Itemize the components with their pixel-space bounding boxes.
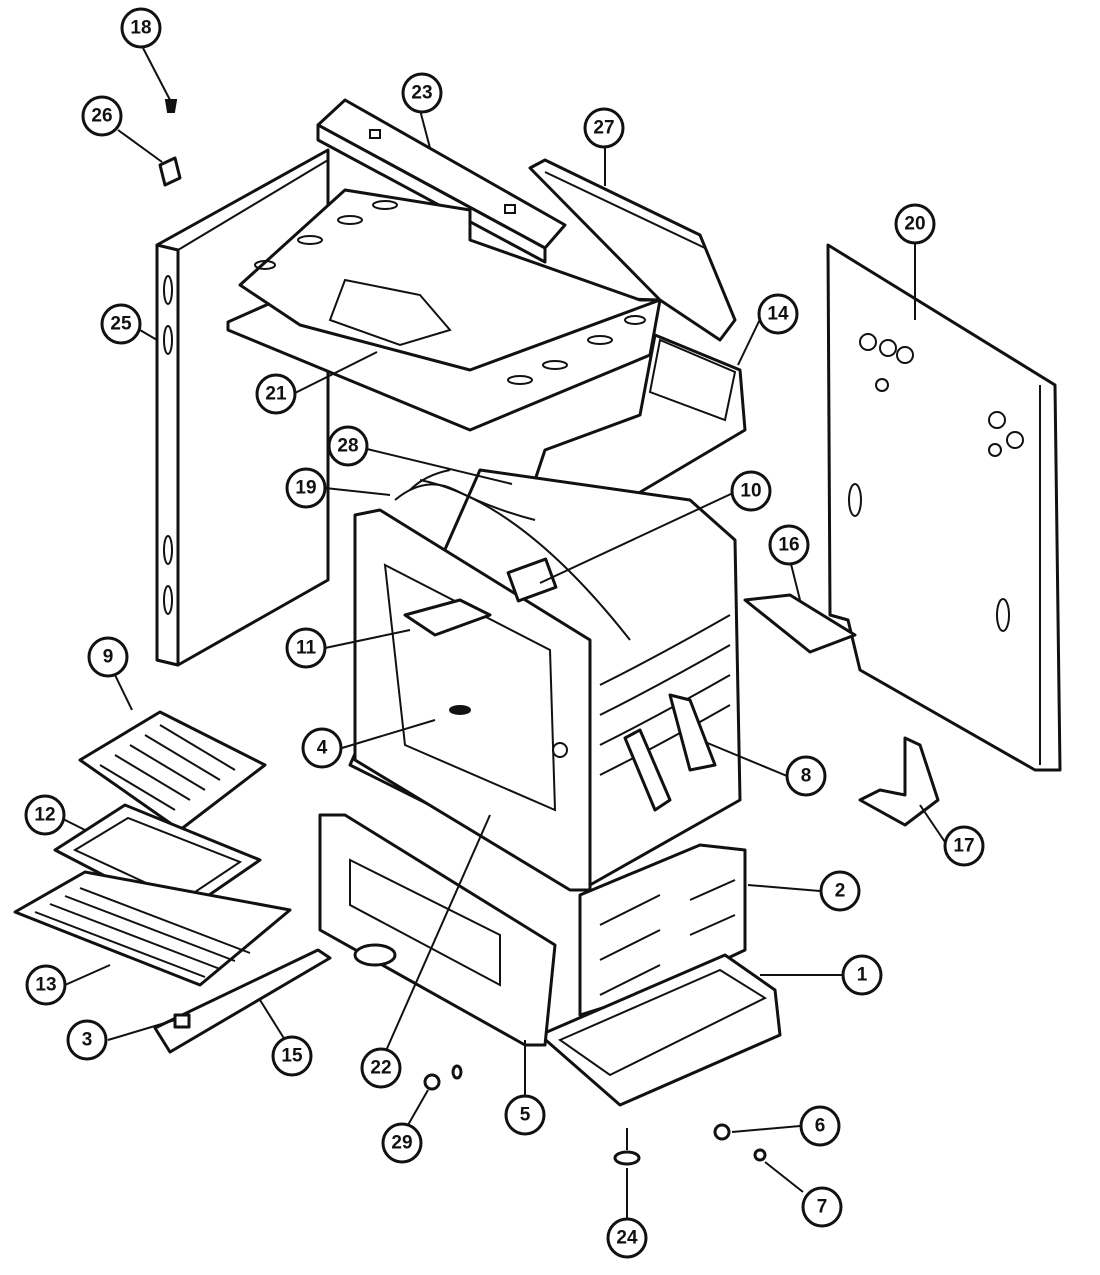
callout-label: 22	[370, 1058, 391, 1079]
callout-6: 6	[799, 1105, 841, 1147]
callout-label: 11	[296, 638, 317, 659]
callout-1: 1	[841, 954, 883, 996]
callout-23: 23	[401, 72, 443, 114]
callout-label: 29	[391, 1133, 412, 1154]
part-21-burner-box	[226, 188, 662, 432]
part-2-lower-side-panel	[578, 843, 747, 1017]
part-16-plate	[743, 593, 857, 654]
callout-label: 8	[801, 766, 812, 787]
callout-label: 13	[35, 975, 56, 996]
callout-label: 21	[265, 384, 287, 405]
part-6-nut	[713, 1123, 731, 1141]
callout-11: 11	[285, 627, 327, 669]
callout-label: 26	[91, 106, 112, 127]
callout-label: 12	[34, 805, 55, 826]
callout-26: 26	[81, 95, 123, 137]
callout-label: 25	[110, 314, 132, 335]
callout-label: 27	[593, 118, 614, 139]
part-5-kick-panel	[318, 813, 557, 1047]
callout-7: 7	[801, 1186, 843, 1228]
callout-label: 3	[82, 1030, 93, 1051]
callout-24: 24	[606, 1217, 648, 1259]
callout-27: 27	[583, 107, 625, 149]
part-24-leveling-leg	[613, 1128, 641, 1166]
callout-label: 18	[130, 18, 151, 39]
part-1-base	[538, 953, 782, 1107]
callout-21: 21	[255, 373, 297, 415]
callout-18: 18	[120, 7, 162, 49]
part-9-broil-grid	[78, 710, 267, 832]
callout-13: 13	[25, 964, 67, 1006]
callout-label: 20	[904, 214, 925, 235]
callout-15: 15	[271, 1035, 313, 1077]
part-7-screw	[753, 1148, 767, 1162]
callout-28: 28	[327, 425, 369, 467]
callout-2: 2	[819, 870, 861, 912]
callout-17: 17	[943, 825, 985, 867]
callout-25: 25	[100, 303, 142, 345]
callout-19: 19	[285, 467, 327, 509]
callout-label: 17	[953, 836, 974, 857]
part-15-rail	[153, 948, 332, 1054]
part-18-screw	[164, 99, 178, 113]
part-20-back-panel	[826, 243, 1062, 772]
callout-label: 23	[411, 83, 432, 104]
callout-29: 29	[381, 1122, 423, 1164]
callout-label: 28	[337, 436, 358, 457]
callout-16: 16	[768, 524, 810, 566]
oven-body	[348, 468, 742, 892]
callout-label: 24	[616, 1228, 638, 1249]
callout-label: 14	[767, 304, 789, 325]
callout-10: 10	[730, 470, 772, 512]
callout-5: 5	[504, 1094, 546, 1136]
callout-label: 16	[778, 535, 799, 556]
part-26-clip	[158, 156, 182, 187]
callout-label: 1	[857, 965, 868, 986]
callout-20: 20	[894, 203, 936, 245]
callout-3: 3	[66, 1019, 108, 1061]
part-17-bracket	[858, 736, 940, 827]
callout-4: 4	[301, 727, 343, 769]
callout-label: 7	[817, 1197, 828, 1218]
callout-14: 14	[757, 293, 799, 335]
callout-12: 12	[24, 794, 66, 836]
part-29-screw	[423, 1064, 463, 1091]
callout-label: 2	[835, 881, 846, 902]
callout-9: 9	[87, 636, 129, 678]
callout-22: 22	[360, 1047, 402, 1089]
part-23-top-channel	[316, 98, 567, 264]
part-27-vent-cover	[528, 158, 737, 342]
callout-label: 5	[520, 1105, 531, 1126]
callout-label: 10	[740, 481, 761, 502]
part-8-hinge	[623, 693, 717, 812]
callout-8: 8	[785, 755, 827, 797]
callout-label: 9	[103, 647, 114, 668]
callout-label: 19	[295, 478, 316, 499]
leader-lines	[62, 47, 948, 1220]
callout-label: 15	[281, 1046, 303, 1067]
callout-label: 6	[815, 1116, 826, 1137]
part-13-oven-rack	[13, 870, 292, 987]
callout-label: 4	[317, 738, 328, 759]
